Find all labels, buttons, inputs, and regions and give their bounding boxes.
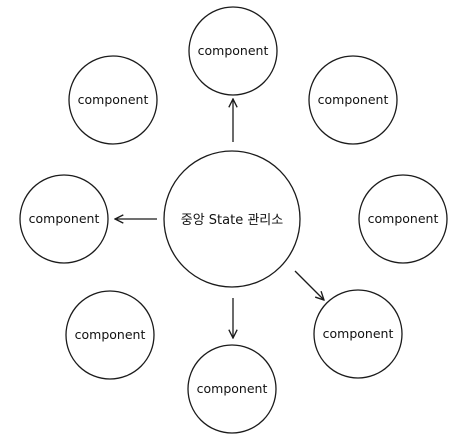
component-node-left: component xyxy=(19,174,109,264)
component-node-bottom-left: component xyxy=(65,290,155,380)
component-label: component xyxy=(29,211,100,226)
component-node-top-right: component xyxy=(308,55,398,145)
component-node-right: component xyxy=(358,174,448,264)
component-node-bottom: component xyxy=(187,344,277,434)
component-label: component xyxy=(197,381,268,396)
component-label: component xyxy=(323,326,394,341)
center-label: 중앙 State 관리소 xyxy=(181,213,284,228)
component-label: component xyxy=(318,92,389,107)
component-node-top: component xyxy=(188,6,278,96)
component-label: component xyxy=(75,327,146,342)
component-label: component xyxy=(198,43,269,58)
component-label: component xyxy=(368,211,439,226)
center-node: 중앙 State 관리소 xyxy=(163,150,301,288)
arrow-to-bottom-right xyxy=(294,270,324,300)
component-node-top-left: component xyxy=(68,55,158,145)
component-label: component xyxy=(78,92,149,107)
component-node-bottom-right: component xyxy=(313,289,403,379)
